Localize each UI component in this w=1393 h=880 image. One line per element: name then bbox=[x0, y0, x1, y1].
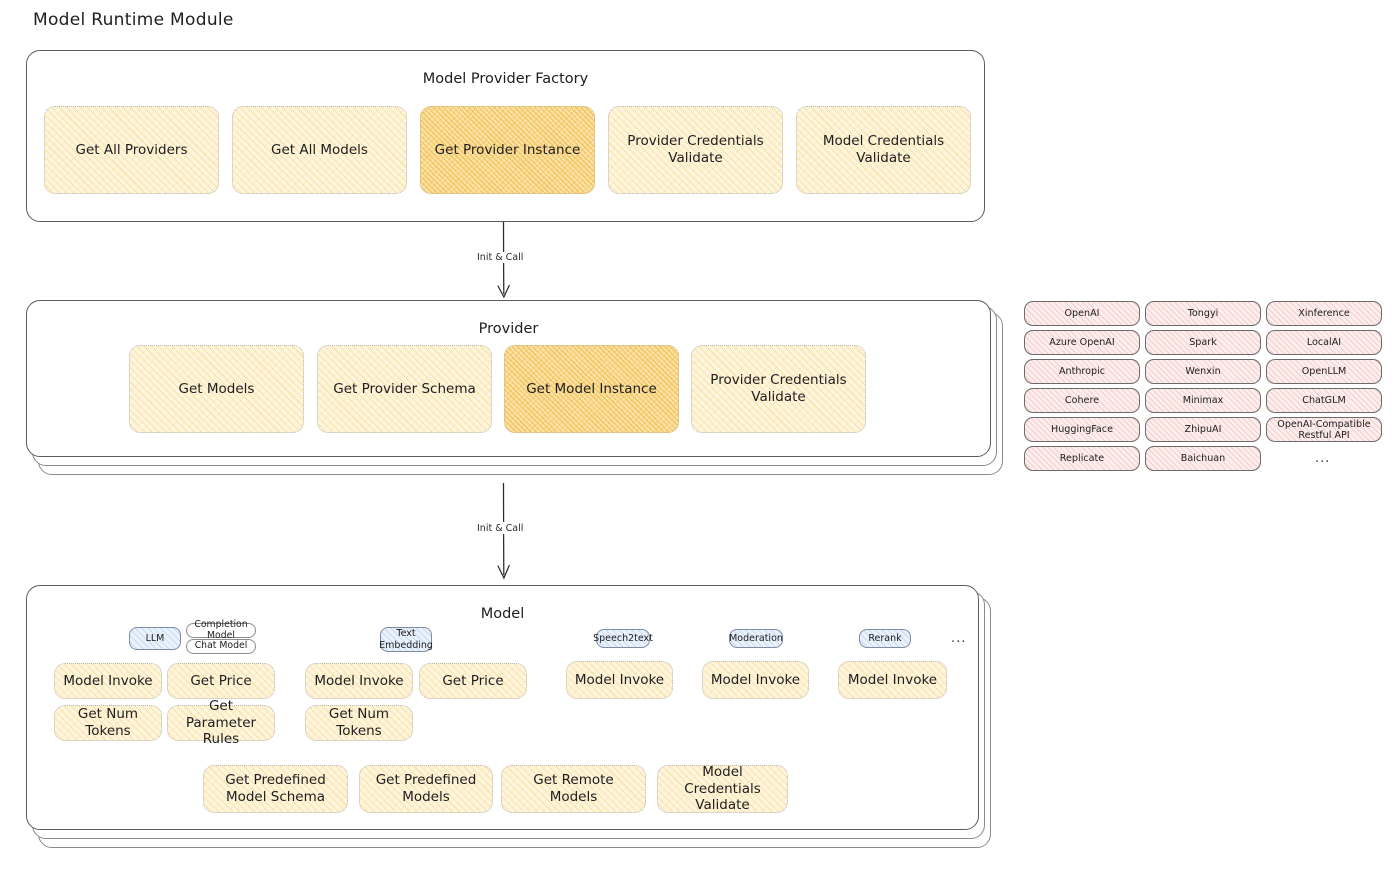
speech2text-method-model-invoke[interactable]: Model Invoke bbox=[566, 661, 673, 699]
provider-chip-localai[interactable]: LocalAI bbox=[1266, 330, 1382, 355]
provider-chip-chatglm[interactable]: ChatGLM bbox=[1266, 388, 1382, 413]
model-panel: Model bbox=[26, 585, 979, 830]
model-type-badge-text-embedding[interactable]: Text Embedding bbox=[379, 627, 433, 652]
provider-chip-huggingface[interactable]: HuggingFace bbox=[1024, 417, 1140, 442]
factory-title: Model Provider Factory bbox=[422, 71, 589, 87]
provider-chip-baichuan[interactable]: Baichuan bbox=[1145, 446, 1261, 471]
model-shared-method-get-predefined-models[interactable]: Get Predefined Models bbox=[359, 765, 493, 813]
factory-method-get-provider-instance[interactable]: Get Provider Instance bbox=[420, 106, 595, 194]
rerank-method-model-invoke[interactable]: Model Invoke bbox=[838, 661, 947, 699]
provider-chip-minimax[interactable]: Minimax bbox=[1145, 388, 1261, 413]
model-type-badge-rerank[interactable]: Rerank bbox=[859, 629, 911, 648]
provider-chip-spark[interactable]: Spark bbox=[1145, 330, 1261, 355]
model-types-more-ellipsis: ... bbox=[951, 631, 967, 646]
provider-method-get-model-instance[interactable]: Get Model Instance bbox=[504, 345, 679, 433]
factory-method-provider-credentials-validate[interactable]: Provider Credentials Validate bbox=[608, 106, 783, 194]
provider-chip-openllm[interactable]: OpenLLM bbox=[1266, 359, 1382, 384]
llm-method-get-num-tokens[interactable]: Get Num Tokens bbox=[54, 705, 162, 741]
provider-chip-anthropic[interactable]: Anthropic bbox=[1024, 359, 1140, 384]
arrow-label-init-and-call-1: Init & Call bbox=[474, 252, 527, 263]
provider-chip-zhipuai[interactable]: ZhipuAI bbox=[1145, 417, 1261, 442]
model-type-badge-moderation[interactable]: Moderation bbox=[729, 629, 783, 648]
provider-chip-tongyi[interactable]: Tongyi bbox=[1145, 301, 1261, 326]
llm-method-get-price[interactable]: Get Price bbox=[167, 663, 275, 699]
provider-title: Provider bbox=[478, 321, 539, 337]
factory-method-model-credentials-validate[interactable]: Model Credentials Validate bbox=[796, 106, 971, 194]
arrow-provider-to-model bbox=[497, 483, 510, 580]
factory-method-get-all-models[interactable]: Get All Models bbox=[232, 106, 407, 194]
text-embedding-method-get-num-tokens[interactable]: Get Num Tokens bbox=[305, 705, 413, 741]
model-shared-method-get-predefined-model-schema[interactable]: Get Predefined Model Schema bbox=[203, 765, 348, 813]
model-shared-method-get-remote-models[interactable]: Get Remote Models bbox=[501, 765, 646, 813]
provider-chip-wenxin[interactable]: Wenxin bbox=[1145, 359, 1261, 384]
model-type-badge-speech2text[interactable]: Speech2text bbox=[593, 629, 653, 648]
arrow-factory-to-provider bbox=[497, 222, 510, 299]
provider-chip-replicate[interactable]: Replicate bbox=[1024, 446, 1140, 471]
provider-chip-cohere[interactable]: Cohere bbox=[1024, 388, 1140, 413]
provider-method-get-models[interactable]: Get Models bbox=[129, 345, 304, 433]
moderation-method-model-invoke[interactable]: Model Invoke bbox=[702, 661, 809, 699]
provider-list-more-ellipsis: ... bbox=[1315, 451, 1331, 466]
text-embedding-method-model-invoke[interactable]: Model Invoke bbox=[305, 663, 413, 699]
model-shared-method-model-credentials-validate[interactable]: Model Credentials Validate bbox=[657, 764, 788, 813]
provider-chip-azure-openai[interactable]: Azure OpenAI bbox=[1024, 330, 1140, 355]
model-subtype-badge-completion-model[interactable]: Completion Model bbox=[186, 620, 256, 640]
provider-method-provider-credentials-validate[interactable]: Provider Credentials Validate bbox=[691, 345, 866, 433]
llm-method-model-invoke[interactable]: Model Invoke bbox=[54, 663, 162, 699]
arrow-label-init-and-call-2: Init & Call bbox=[474, 523, 527, 534]
page-title: Model Runtime Module bbox=[33, 10, 234, 30]
provider-chip-openai[interactable]: OpenAI bbox=[1024, 301, 1140, 326]
model-title: Model bbox=[480, 606, 525, 622]
provider-list: OpenAI Azure OpenAI Anthropic Cohere Hug… bbox=[1024, 301, 1384, 481]
provider-chip-openai-compatible-restful-api[interactable]: OpenAI-Compatible Restful API bbox=[1266, 417, 1382, 442]
model-subtype-badge-chat-model[interactable]: Chat Model bbox=[186, 639, 256, 654]
factory-method-get-all-providers[interactable]: Get All Providers bbox=[44, 106, 219, 194]
text-embedding-method-get-price[interactable]: Get Price bbox=[419, 663, 527, 699]
llm-method-get-parameter-rules[interactable]: Get Parameter Rules bbox=[167, 698, 275, 747]
model-type-badge-llm[interactable]: LLM bbox=[129, 627, 181, 650]
provider-method-get-provider-schema[interactable]: Get Provider Schema bbox=[317, 345, 492, 433]
provider-chip-xinference[interactable]: Xinference bbox=[1266, 301, 1382, 326]
